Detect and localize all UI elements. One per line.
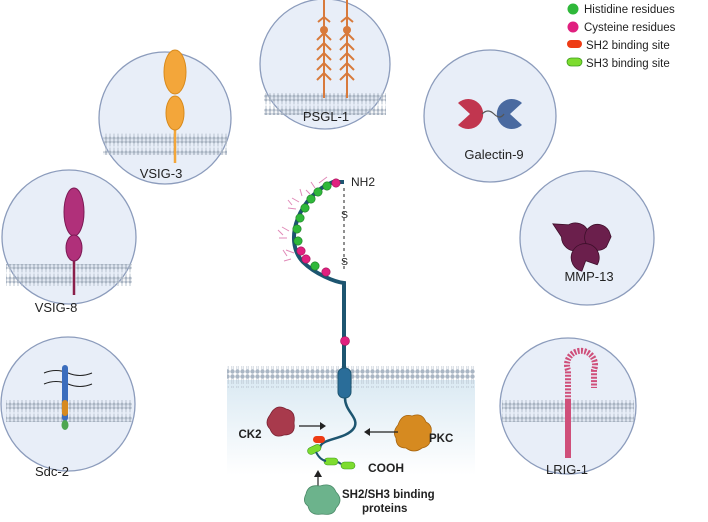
- cooh-label: COOH: [368, 461, 404, 475]
- binding-proteins-label-2: proteins: [362, 503, 407, 515]
- histidine-legend-dot: [567, 3, 579, 15]
- legend-item-histidine: Histidine residues: [567, 3, 675, 16]
- sh3-binding-site: [340, 461, 356, 470]
- pkc-kinase: PKC: [364, 414, 453, 452]
- galectin9-panel: Galectin-9: [423, 49, 557, 183]
- psgl1-ligand: [316, 0, 355, 98]
- transmembrane-domain: [337, 367, 352, 399]
- ck2-label: CK2: [238, 429, 261, 441]
- legend: Histidine residues Cysteine residues SH2…: [566, 3, 676, 70]
- cysteine-legend-dot: [567, 21, 579, 33]
- binding-proteins: SH2/SH3 binding proteins: [304, 470, 435, 515]
- legend-item-cysteine: Cysteine residues: [567, 21, 676, 34]
- lrig1-label: LRIG-1: [546, 462, 588, 477]
- s-label-bottom: S: [341, 256, 348, 268]
- receptor: NH2 S S COOH: [277, 175, 404, 475]
- cytoplasmic-tail: [318, 397, 357, 449]
- vsig8-label: VSIG-8: [35, 300, 78, 315]
- mmp13-ligand: [552, 222, 612, 272]
- lrig1-panel: LRIG-1: [499, 337, 637, 477]
- membrane: [6, 400, 132, 422]
- psgl1-panel: PSGL-1: [259, 0, 391, 130]
- s-label-top: S: [341, 209, 348, 221]
- mmp13-label: MMP-13: [564, 269, 613, 284]
- legend-label: SH2 binding site: [586, 40, 670, 52]
- cysteine-residues: [296, 178, 350, 346]
- vsig8-ligand: [63, 187, 85, 295]
- galectin9-label: Galectin-9: [464, 147, 523, 162]
- vsig3-label: VSIG-3: [140, 166, 183, 181]
- sh2-binding-site: [313, 436, 325, 443]
- nh2-label: NH2: [351, 175, 375, 189]
- glycan-chains: [277, 176, 333, 262]
- legend-item-sh2: SH2 binding site: [567, 40, 670, 52]
- galectin9-ligand: [458, 99, 522, 129]
- membrane: [264, 93, 386, 115]
- legend-label: Cysteine residues: [584, 22, 676, 34]
- histidine-residues: [292, 181, 332, 271]
- lrig1-ligand: [564, 347, 598, 458]
- legend-label: Histidine residues: [584, 4, 675, 16]
- mmp13-panel: MMP-13: [519, 170, 655, 306]
- legend-label: SH3 binding site: [586, 58, 670, 70]
- vsig8-panel: VSIG-8: [1, 169, 137, 315]
- legend-item-sh3: SH3 binding site: [566, 57, 670, 70]
- ck2-kinase: CK2: [238, 406, 326, 441]
- sh3-binding-site: [323, 457, 339, 466]
- membrane: [103, 133, 227, 155]
- sh3-legend-swatch: [566, 57, 583, 67]
- sdc2-ligand: [43, 365, 93, 430]
- vsig3-panel: VSIG-3: [98, 49, 232, 185]
- pkc-label: PKC: [429, 433, 453, 445]
- vsig3-ligand: [163, 49, 187, 163]
- sh2-legend-swatch: [567, 40, 582, 48]
- sdc2-label: Sdc-2: [35, 464, 69, 479]
- sdc2-panel: Sdc-2: [0, 336, 136, 479]
- membrane: [6, 264, 132, 286]
- psgl1-label: PSGL-1: [303, 109, 349, 124]
- binding-proteins-label: SH2/SH3 binding: [342, 489, 435, 501]
